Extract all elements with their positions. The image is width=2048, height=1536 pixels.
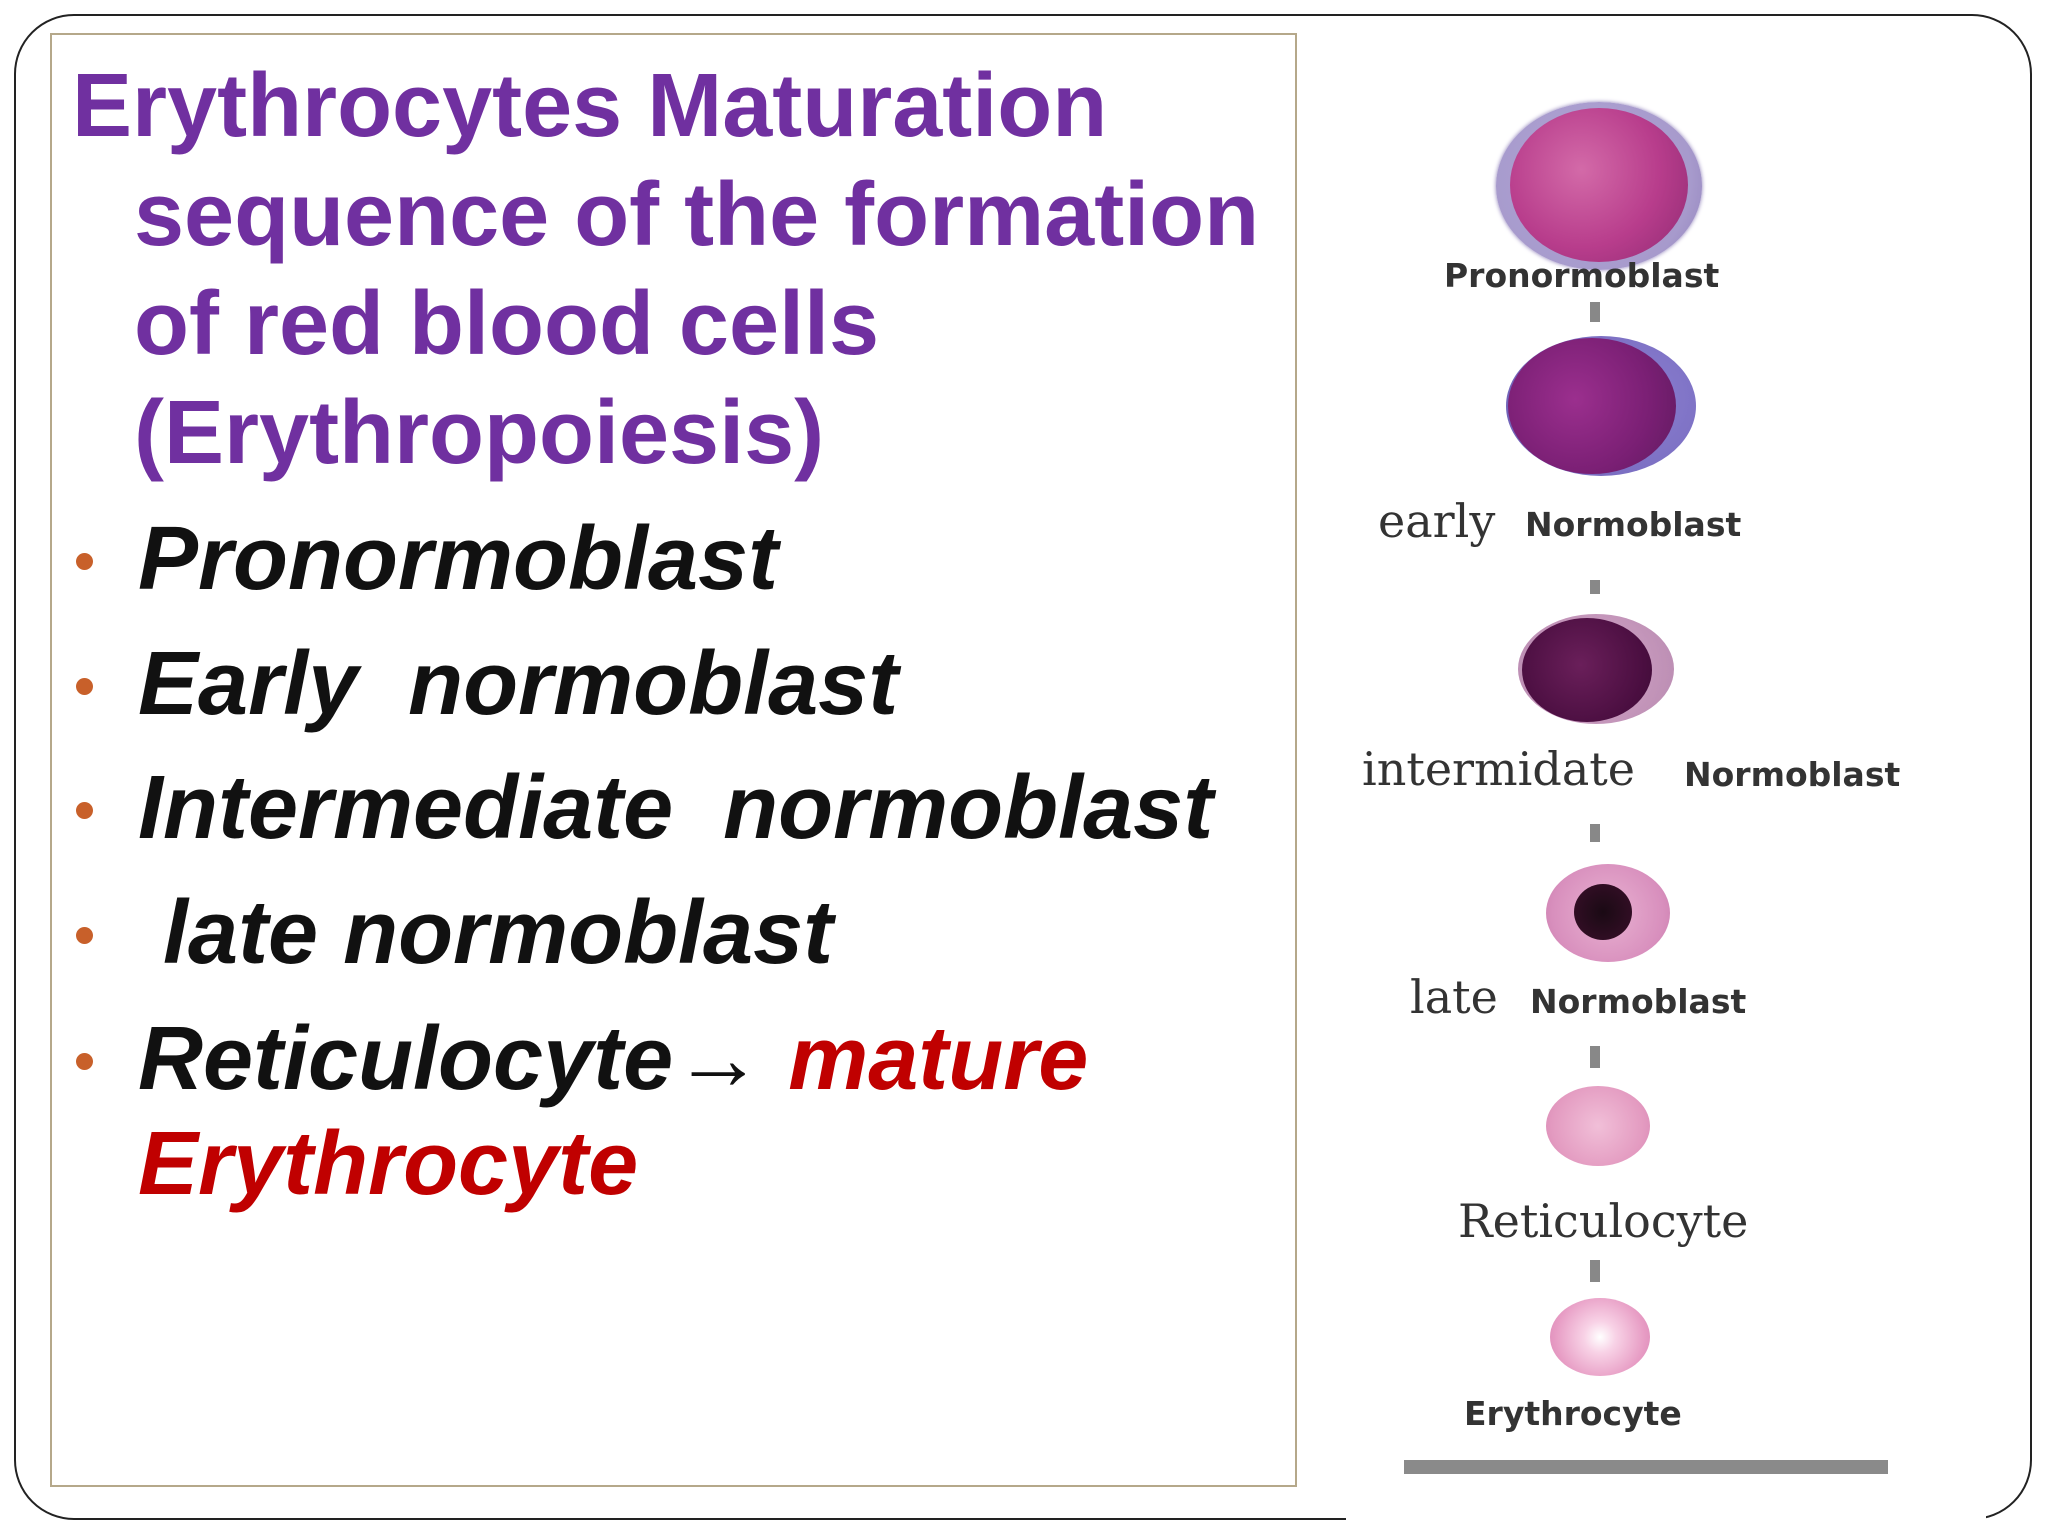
- frame-gap: [1346, 1490, 1986, 1530]
- bullet-dot: [76, 1053, 93, 1070]
- erythrocyte-caption: Erythrocyte: [1464, 1394, 1682, 1433]
- mature-label: mature: [788, 1009, 1089, 1109]
- reticulocyte-caption: Reticulocyte: [1458, 1194, 1749, 1248]
- bullet-dot: [76, 678, 93, 695]
- late-normoblast-caption: Normoblast: [1530, 982, 1747, 1021]
- bullet-text: Intermediate normoblast: [138, 758, 1214, 858]
- intermediate-normoblast-caption: Normoblast: [1684, 755, 1901, 794]
- pronormoblast-caption: Pronormoblast: [1444, 256, 1720, 295]
- early-prefix: early: [1378, 494, 1496, 548]
- bullet-text: Pronormoblast: [138, 509, 779, 609]
- pronormoblast-nucleus: [1510, 108, 1688, 262]
- bullet-dot: [76, 553, 93, 570]
- bullet-text: late normoblast: [138, 883, 834, 983]
- title-line-3: of red blood cells: [134, 274, 880, 374]
- intermediate-prefix: intermidate: [1362, 742, 1635, 796]
- slide-frame: [14, 14, 2032, 1520]
- bullet-text: Reticulocyte→ mature: [138, 1006, 1088, 1113]
- text-panel: [50, 33, 1297, 1487]
- title-line-2: sequence of the formation: [134, 165, 1260, 265]
- connector: [1590, 580, 1600, 594]
- title-line-4: (Erythropoiesis): [134, 383, 825, 483]
- connector: [1590, 1046, 1600, 1068]
- arrow-right-icon: →: [673, 1009, 764, 1109]
- connector: [1590, 824, 1600, 842]
- late-prefix: late: [1410, 970, 1498, 1024]
- title-line-1: Erythrocytes Maturation: [72, 56, 1108, 156]
- late-normoblast-nucleus: [1574, 884, 1632, 940]
- bullet-dot: [76, 927, 93, 944]
- slide-title: Erythrocytes Maturation sequence of the …: [72, 52, 1302, 488]
- connector: [1590, 1260, 1600, 1282]
- reticulocyte-cell: [1546, 1086, 1650, 1166]
- early-normoblast-nucleus: [1508, 338, 1676, 474]
- diagram-baseline-bar: [1404, 1460, 1888, 1474]
- reticulocyte-label: Reticulocyte: [138, 1009, 674, 1109]
- early-normoblast-caption: Normoblast: [1525, 505, 1742, 544]
- bullet-dot: [76, 802, 93, 819]
- bullet-text: Early normoblast: [138, 634, 899, 734]
- erythrocyte-label: Erythrocyte: [138, 1114, 639, 1214]
- intermediate-normoblast-nucleus: [1522, 618, 1652, 722]
- connector: [1590, 302, 1600, 322]
- erythrocyte-cell: [1550, 1298, 1650, 1376]
